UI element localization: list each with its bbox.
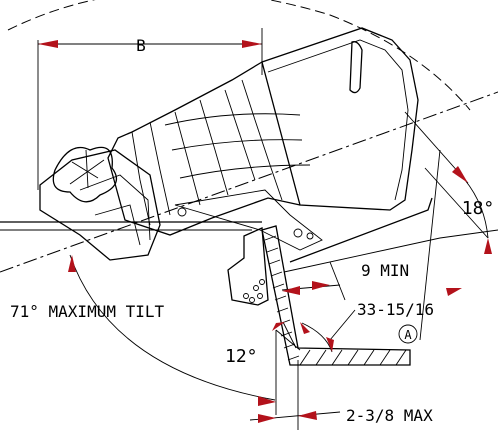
dim-238-label: 2-3/8 MAX <box>346 406 433 425</box>
dim-33-label: 33-15/16 <box>357 300 434 319</box>
arrow-18-right <box>484 238 492 254</box>
angle18-diag <box>419 149 441 341</box>
tilt-axis-line <box>0 91 498 273</box>
arrow-18-top <box>452 166 468 183</box>
arrow-12-a <box>272 322 285 331</box>
angle-18-label: 18° <box>462 198 495 219</box>
tilt-arc <box>7 0 471 111</box>
dim-33-leader <box>329 309 356 341</box>
ref-a-circle <box>398 324 418 344</box>
arrow-9min-c <box>446 288 462 296</box>
arrow-b-left <box>38 40 58 48</box>
angle12-slant <box>275 329 301 351</box>
dim-33-arc <box>301 322 333 353</box>
arrow-238-a <box>258 414 276 423</box>
angle18-arc <box>464 179 489 239</box>
dim-b-label: B <box>136 36 146 55</box>
angle-12-label: 12° <box>225 346 258 367</box>
arrow-b-right <box>242 40 262 48</box>
arrow-tilt-end <box>258 396 276 406</box>
arrow-238-b <box>298 411 317 420</box>
angle18-line-b <box>424 167 489 239</box>
arrow-tilt-start <box>68 255 76 272</box>
arrow-9min-a <box>282 286 300 295</box>
dim-9min-ext <box>329 261 346 301</box>
ref-a-label: A <box>404 328 412 342</box>
outboard-motor <box>39 27 419 261</box>
maximum-tilt-label: 71° MAXIMUM TILT <box>10 302 164 321</box>
arrow-33-end <box>326 337 334 352</box>
transom-bracket <box>227 227 269 306</box>
dim-9min-label: 9 MIN <box>361 261 409 280</box>
dim-33-ref-line <box>282 321 297 349</box>
maximum-tilt-arc <box>69 254 276 401</box>
arrow-9min-b <box>312 281 330 290</box>
arrow-12-b <box>300 322 310 334</box>
boat-transom <box>261 197 498 366</box>
